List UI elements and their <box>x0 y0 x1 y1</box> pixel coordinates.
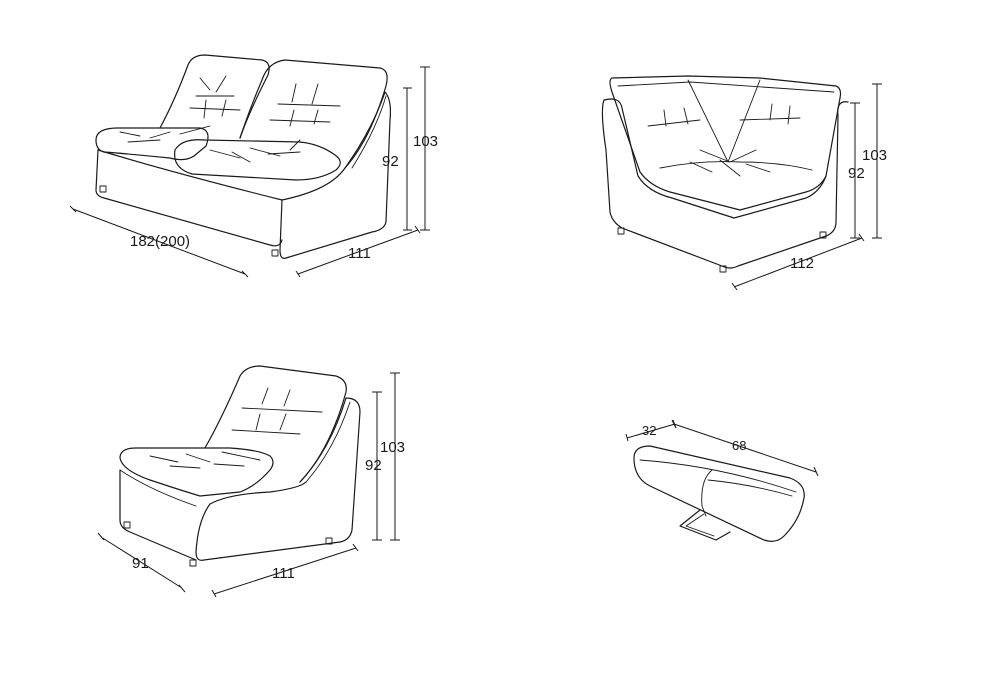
chair-total-height-dimension-line <box>390 372 400 541</box>
ottoman-length-dimension-line <box>671 419 819 477</box>
sofa-depth-label: 111 <box>348 245 371 262</box>
corner-width-dimension-line <box>731 233 865 291</box>
ottoman-length-label: 68 <box>732 438 746 453</box>
sofa-depth-dimension-line <box>295 225 421 278</box>
corner-width-label: 112 <box>790 255 814 272</box>
chair-total-height-label: 103 <box>380 439 405 456</box>
chair-seat-height-label: 92 <box>365 457 382 474</box>
armless-chair: 91 111 92 103 <box>97 365 405 598</box>
sofa-total-height-dimension-line <box>420 66 430 231</box>
chair-depth-label: 111 <box>272 565 295 582</box>
corner-total-height-dimension-line <box>872 83 882 239</box>
corner-seat-height-label: 92 <box>848 165 865 182</box>
sofa-width-label: 182(200) <box>130 233 190 250</box>
sofa-seat-height-dimension-line <box>403 87 412 231</box>
sofa-width-dimension-line <box>69 205 249 278</box>
chair-seat-height-dimension-line <box>372 391 382 541</box>
ottoman-width-label: 32 <box>642 423 656 438</box>
sofa-total-height-label: 103 <box>413 133 438 150</box>
corner-seat: 112 92 103 <box>601 75 887 291</box>
corner-seat-height-dimension-line <box>850 102 860 239</box>
chair-width-label: 91 <box>132 555 149 572</box>
corner-total-height-label: 103 <box>862 147 887 164</box>
ottoman: 32 68 <box>625 419 819 542</box>
chair-width-dimension-line <box>97 532 186 593</box>
sofa-two-seat: 182(200) 111 92 103 <box>69 54 438 278</box>
sofa-seat-height-label: 92 <box>382 153 399 170</box>
chair-depth-dimension-line <box>211 543 359 598</box>
